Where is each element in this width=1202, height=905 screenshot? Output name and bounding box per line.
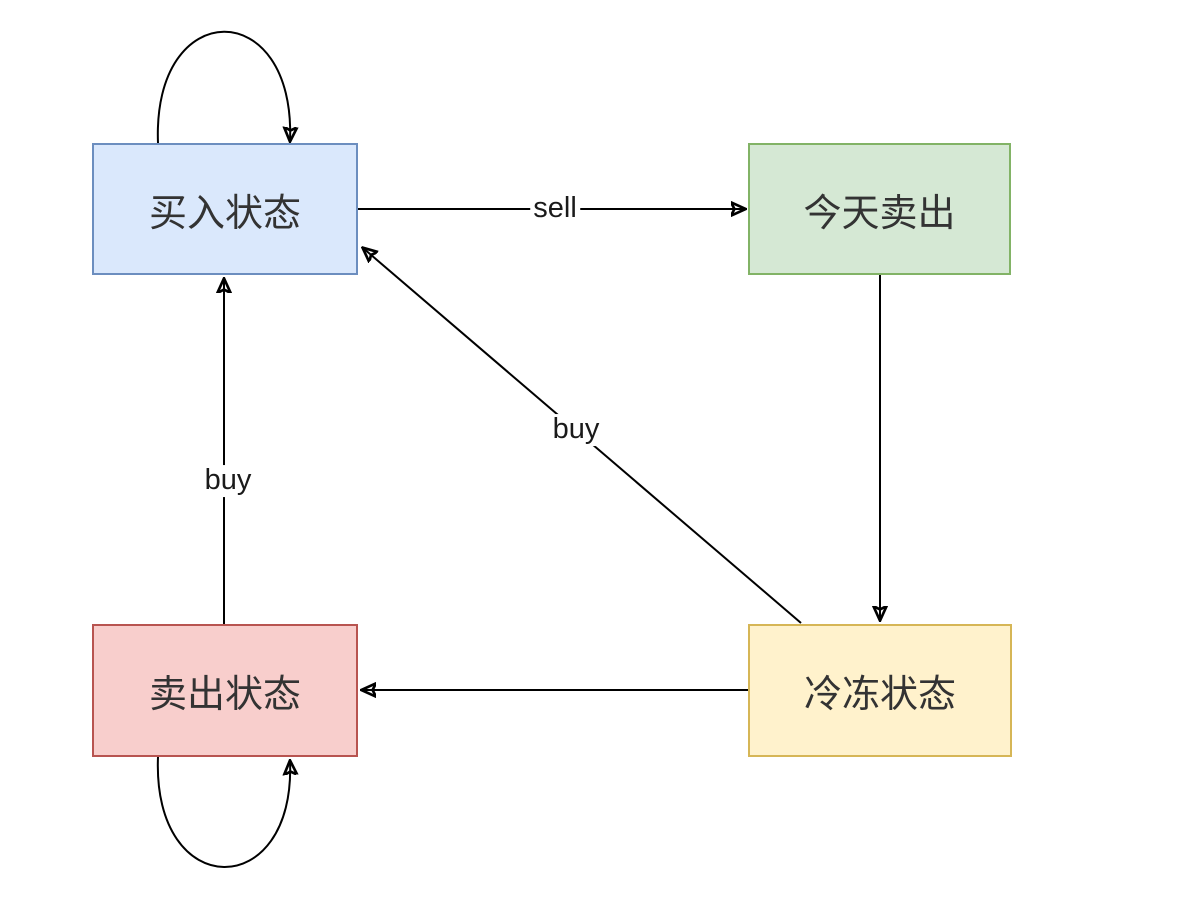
- edge-sold-self-loop: [156, 756, 290, 868]
- node-frozen-state-label: 冷冻状态: [803, 674, 956, 716]
- node-sold-state: 卖出状态: [92, 624, 358, 757]
- node-sell-today-label: 今天卖出: [803, 192, 956, 235]
- edge-label-sell: sell: [530, 192, 580, 225]
- node-buy-state: 买入状态: [92, 143, 358, 275]
- edge-buy-self-loop: [156, 30, 290, 143]
- node-sold-state-label: 卖出状态: [148, 674, 301, 716]
- node-sell-today: 今天卖出: [748, 143, 1011, 275]
- node-frozen-state: 冷冻状态: [748, 624, 1012, 757]
- edge-label-buy-left: buy: [201, 464, 255, 497]
- node-buy-state-label: 买入状态: [148, 192, 301, 235]
- edge-label-buy-diagonal: buy: [549, 413, 603, 446]
